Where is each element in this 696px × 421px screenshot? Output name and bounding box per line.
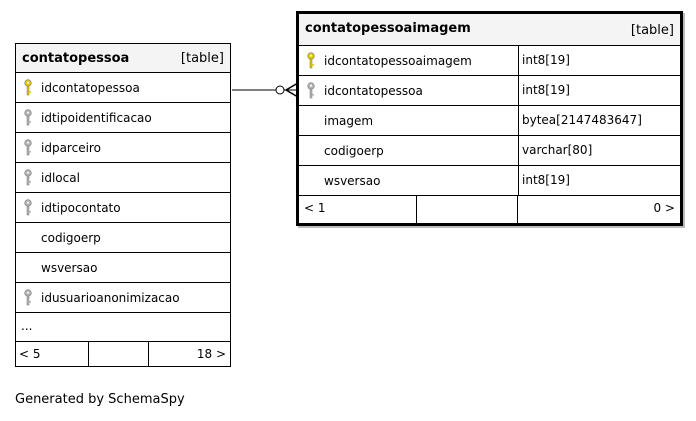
- column-name: wsversao: [41, 261, 98, 275]
- table-header: contatopessoa [table]: [16, 44, 230, 73]
- column-name: idtipoidentificacao: [41, 111, 152, 125]
- crows-foot-marker: [284, 82, 299, 98]
- column-row-idtipocontato[interactable]: idtipocontato: [16, 193, 230, 223]
- parents-count-cell[interactable]: < 1: [299, 196, 417, 223]
- column-row-idcontatopessoa[interactable]: idcontatopessoa: [16, 73, 230, 103]
- column-row-idcontatopessoaimagem[interactable]: idcontatopessoaimagem int8[19]: [299, 46, 680, 76]
- column-name: idcontatopessoaimagem: [324, 54, 472, 68]
- foreign-key-icon: [24, 169, 32, 186]
- parents-count: < 5: [19, 347, 41, 361]
- column-name: idcontatopessoa: [324, 84, 423, 98]
- column-row-idtipoidentificacao[interactable]: idtipoidentificacao: [16, 103, 230, 133]
- column-type: int8[19]: [518, 166, 680, 195]
- column-list: idcontatopessoa idtipoidentificacao idparc…: [16, 73, 230, 313]
- column-name: codigoerp: [41, 231, 101, 245]
- column-row-codigoerp[interactable]: codigoerp varchar[80]: [299, 136, 680, 166]
- column-name: idtipocontato: [41, 201, 121, 215]
- foreign-key-icon: [24, 199, 32, 216]
- table-footer: < 1 0 >: [299, 196, 680, 223]
- column-name: idlocal: [41, 171, 80, 185]
- column-type: int8[19]: [518, 46, 680, 75]
- table-kind-label: [table]: [180, 51, 224, 66]
- primary-key-icon: [24, 79, 32, 96]
- children-count-cell[interactable]: 18 >: [149, 342, 230, 366]
- table-name: contatopessoaimagem: [305, 21, 471, 36]
- footer-middle-cell: [417, 196, 518, 223]
- zero-optionality-marker: [275, 85, 285, 95]
- table-header: contatopessoaimagem [table]: [299, 14, 680, 46]
- footer-middle-cell: [89, 342, 149, 366]
- more-columns-row: ...: [16, 313, 230, 342]
- foreign-key-icon: [24, 109, 32, 126]
- column-row-idcontatopessoa[interactable]: idcontatopessoa int8[19]: [299, 76, 680, 106]
- column-name: idusuarioanonimizacao: [41, 291, 180, 305]
- table-footer: < 5 18 >: [16, 342, 230, 366]
- parents-count: < 1: [304, 201, 326, 215]
- column-name: codigoerp: [324, 144, 384, 158]
- column-row-codigoerp[interactable]: codigoerp: [16, 223, 230, 253]
- table-contatopessoa[interactable]: contatopessoa [table] idcontatopessoa idt…: [15, 43, 231, 367]
- column-row-idparceiro[interactable]: idparceiro: [16, 133, 230, 163]
- column-name: imagem: [324, 114, 374, 128]
- column-type: bytea[2147483647]: [518, 106, 680, 135]
- children-count: 0 >: [653, 201, 675, 215]
- table-kind-label: [table]: [630, 23, 674, 38]
- column-name: idparceiro: [41, 141, 101, 155]
- column-row-idusuarioanonimizacao[interactable]: idusuarioanonimizacao: [16, 283, 230, 313]
- generated-by-label: Generated by SchemaSpy: [15, 392, 185, 407]
- column-type: int8[19]: [518, 76, 680, 105]
- children-count-cell[interactable]: 0 >: [518, 196, 680, 223]
- column-row-wsversao[interactable]: wsversao int8[19]: [299, 166, 680, 196]
- column-row-wsversao[interactable]: wsversao: [16, 253, 230, 283]
- foreign-key-icon: [24, 289, 32, 306]
- more-columns-ellipsis: ...: [21, 319, 33, 333]
- parents-count-cell[interactable]: < 5: [16, 342, 89, 366]
- column-type: varchar[80]: [518, 136, 680, 165]
- children-count: 18 >: [196, 347, 226, 361]
- primary-key-icon: [307, 52, 315, 69]
- column-name: wsversao: [324, 174, 381, 188]
- table-name: contatopessoa: [22, 51, 130, 66]
- column-name: idcontatopessoa: [41, 81, 140, 95]
- foreign-key-icon: [307, 82, 315, 99]
- column-row-imagem[interactable]: imagem bytea[2147483647]: [299, 106, 680, 136]
- foreign-key-icon: [24, 139, 32, 156]
- table-contatopessoaimagem[interactable]: contatopessoaimagem [table] idcontatopes…: [296, 11, 683, 226]
- column-row-idlocal[interactable]: idlocal: [16, 163, 230, 193]
